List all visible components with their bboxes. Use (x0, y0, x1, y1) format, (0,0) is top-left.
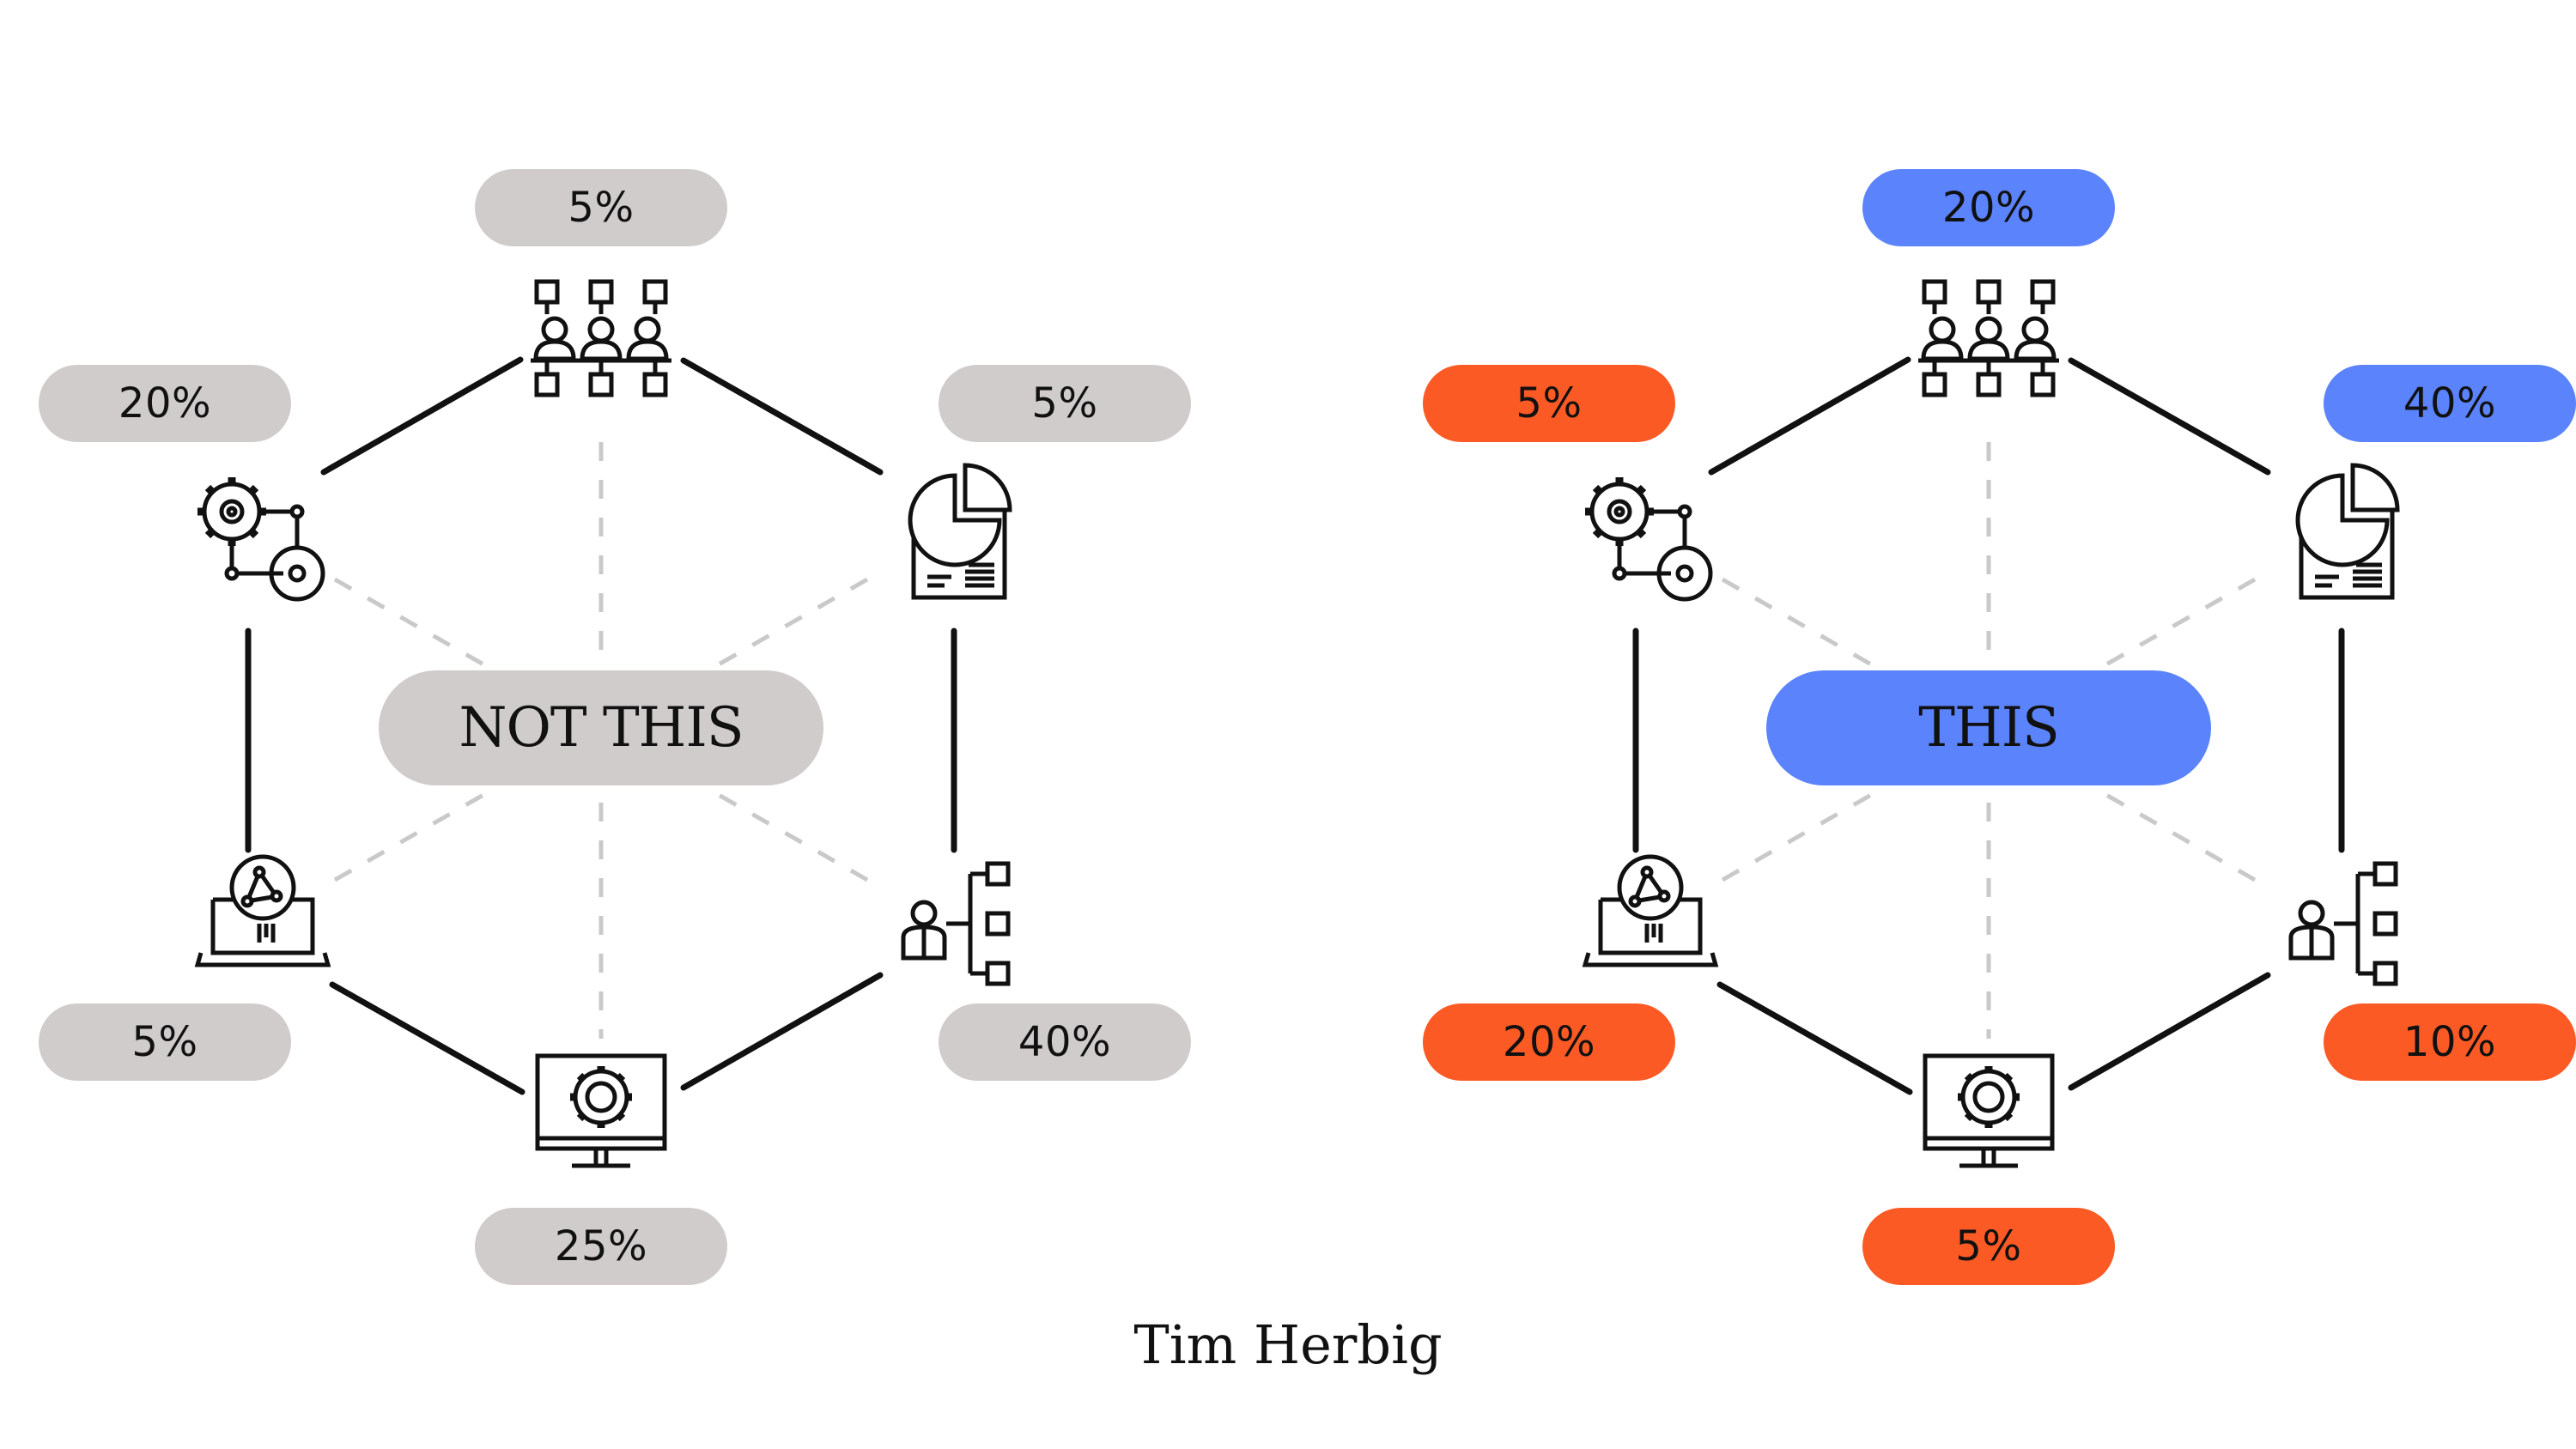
percent-badge-lower-right: 10% (2324, 1003, 2576, 1081)
laptop-network-icon (197, 857, 328, 965)
author-credit: Tim Herbig (1133, 1313, 1443, 1376)
percent-badge-top: 20% (1862, 169, 2115, 246)
percent-badge-lower-left: 20% (1423, 1003, 1675, 1081)
person-hierarchy-icon (903, 864, 1008, 984)
monitor-gear-icon (1925, 1056, 2052, 1166)
percent-badge-upper-left: 5% (1423, 365, 1675, 442)
pie-chart-report-icon (2298, 465, 2397, 597)
percent-badge-upper-right: 40% (2324, 365, 2576, 442)
percent-badge-upper-right: 5% (939, 365, 1191, 442)
center-label-not-this: NOT THIS (379, 670, 823, 785)
pie-chart-report-icon (910, 465, 1010, 597)
percent-badge-bottom: 25% (475, 1208, 727, 1285)
center-label-this: THIS (1766, 670, 2211, 785)
percent-badge-top: 5% (475, 169, 727, 246)
percent-badge-lower-right: 40% (939, 1003, 1191, 1081)
person-hierarchy-icon (2291, 864, 2396, 984)
percent-badge-upper-left: 20% (39, 365, 291, 442)
team-network-icon (531, 282, 671, 395)
percent-badge-bottom: 5% (1862, 1208, 2115, 1285)
monitor-gear-icon (538, 1056, 665, 1166)
gears-flow-icon (1585, 477, 1710, 599)
gears-flow-icon (197, 477, 323, 599)
percent-badge-lower-left: 5% (39, 1003, 291, 1081)
team-network-icon (1918, 282, 2059, 395)
laptop-network-icon (1585, 857, 1716, 965)
